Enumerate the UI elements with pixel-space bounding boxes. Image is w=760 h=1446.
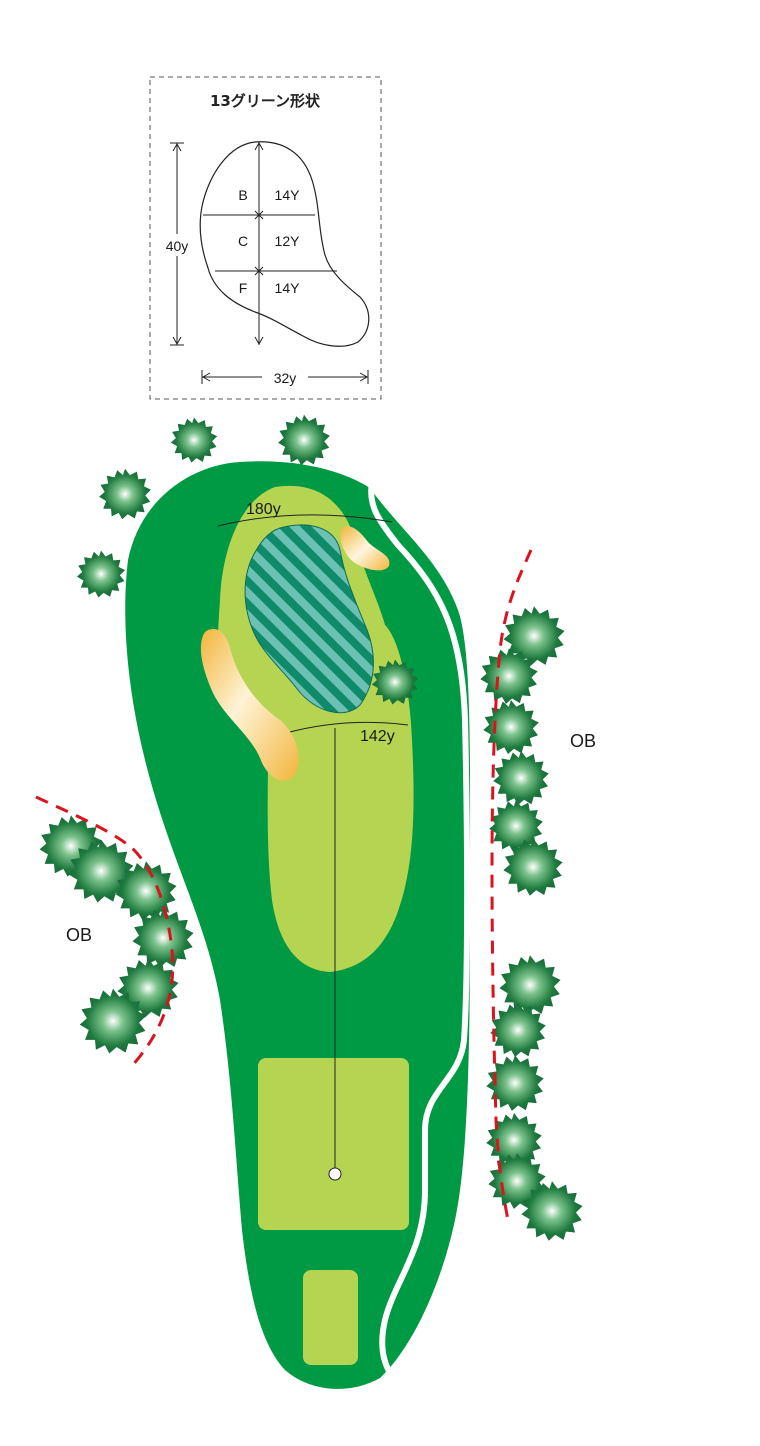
tree-icon [76, 550, 126, 598]
tree-icon [483, 700, 539, 754]
zone-b-letter: B [238, 187, 247, 203]
ob-label-right: OB [570, 731, 596, 751]
depth-arrow-bottom [254, 336, 264, 346]
green-shape-inset: 13グリーン形状 B 14Y C 12Y F 14Y 40y 32y [149, 76, 382, 400]
yardage-arc-180 [217, 514, 393, 527]
depth-arrow-top [254, 141, 264, 151]
tree-icon [170, 417, 218, 463]
putting-green [244, 524, 374, 714]
green-length-label: 40y [166, 238, 189, 254]
fairway-bunker-left [200, 628, 299, 781]
tree-icon [493, 751, 549, 805]
zone-c-letter: C [238, 233, 248, 249]
inset-title: 13グリーン形状 [210, 92, 321, 110]
tree-icon [278, 414, 330, 466]
depth-tick-cf [254, 266, 264, 276]
tree-icon [99, 468, 151, 520]
zone-f-depth: 14Y [275, 280, 301, 296]
cart-path [368, 479, 471, 1383]
ob-line-left [35, 795, 175, 1070]
zone-f-letter: F [239, 280, 248, 296]
yardage-180-label: 180y [246, 501, 281, 518]
yardage-142-label: 142y [360, 728, 395, 745]
inset-frame [149, 76, 382, 400]
tee-marker [328, 1167, 342, 1181]
tee-box-main [258, 1058, 409, 1230]
zone-c-depth: 12Y [275, 233, 301, 249]
green-width-label: 32y [274, 370, 297, 386]
green-outline [199, 141, 370, 347]
ob-line-right [490, 549, 533, 1221]
tee-box-forward [303, 1270, 358, 1365]
yardage-arc-142 [285, 721, 409, 734]
ob-label-left: OB [66, 925, 92, 945]
tree-icon [499, 955, 561, 1015]
greenside-bunker-right [340, 526, 390, 571]
depth-tick-bc [254, 210, 264, 220]
zone-b-depth: 14Y [275, 187, 301, 203]
